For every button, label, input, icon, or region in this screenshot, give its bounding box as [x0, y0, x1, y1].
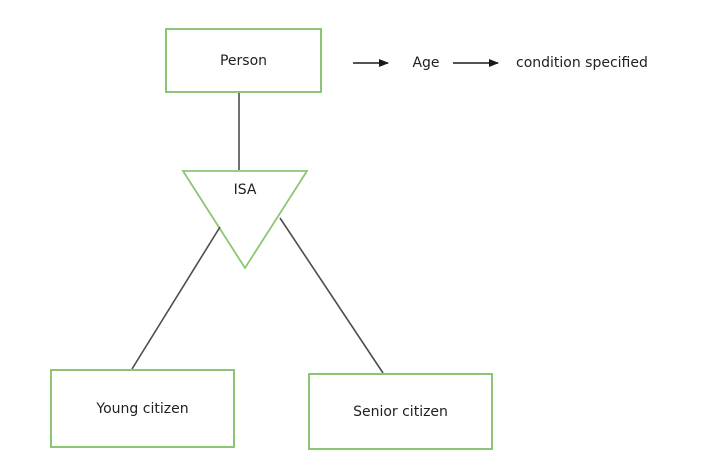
age-attribute-label: Age — [412, 55, 440, 71]
entity-young-citizen-label: Young citizen — [96, 400, 189, 417]
condition-specified-label: condition specified — [516, 55, 648, 71]
isa-senior-connector — [279, 217, 384, 374]
entity-young-citizen: Young citizen — [50, 369, 235, 448]
isa-young-connector — [131, 226, 221, 370]
isa-relationship-label: ISA — [233, 182, 257, 198]
entity-person: Person — [165, 28, 322, 93]
entity-senior-citizen-label: Senior citizen — [353, 403, 448, 420]
entity-senior-citizen: Senior citizen — [308, 373, 493, 450]
isa-triangle — [181, 170, 309, 270]
entity-person-label: Person — [219, 52, 268, 69]
